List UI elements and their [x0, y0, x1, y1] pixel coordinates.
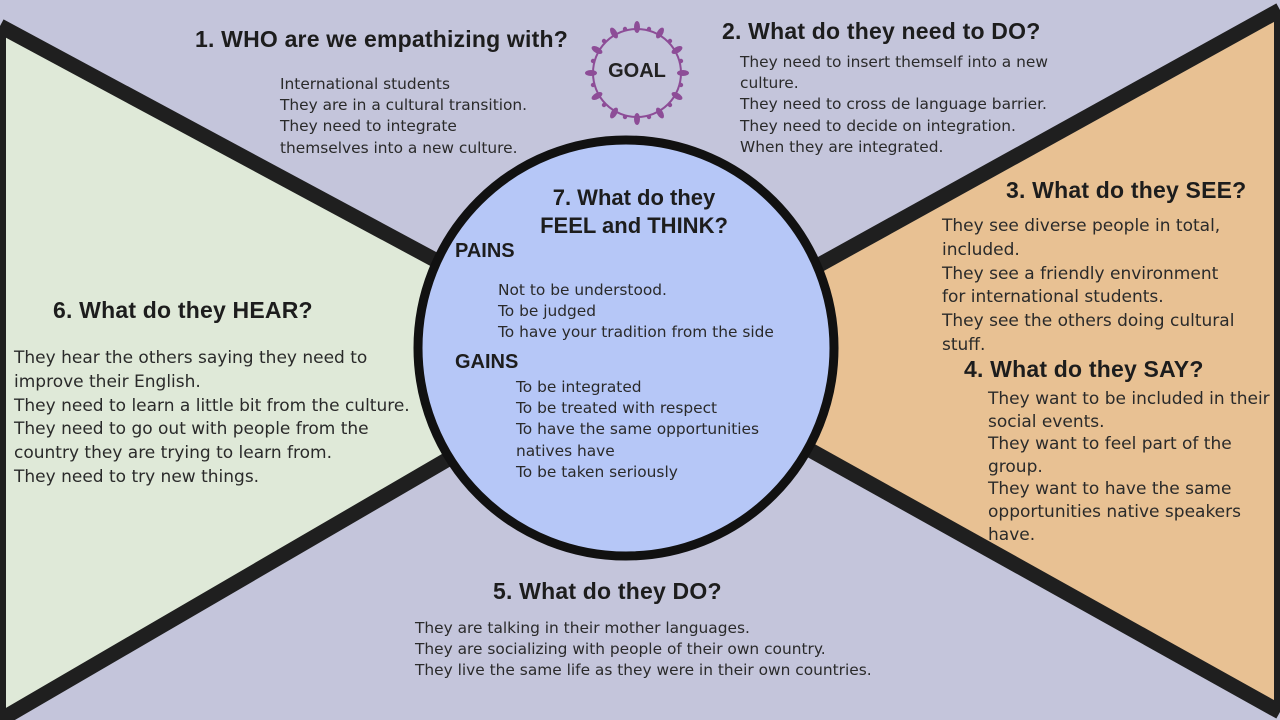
goal-wreath-icon [585, 21, 689, 125]
goal-label: GOAL [608, 60, 666, 82]
hear-text: They hear the others saying they need to… [14, 347, 410, 490]
hear-line: They need to learn a little bit from the… [14, 395, 410, 416]
see-heading: 3. What do they SEE? [1006, 177, 1247, 203]
gains-item: natives have [516, 441, 615, 460]
say-line: opportunities native speakers [988, 501, 1241, 522]
say-line: They want to have the same [988, 479, 1232, 500]
say-line: group. [988, 456, 1043, 477]
say-text: They want to be included in their social… [988, 388, 1270, 546]
say-line: They want to be included in their [988, 389, 1270, 409]
divider-top-left [0, 19, 454, 275]
do-heading: 5. What do they DO? [493, 578, 722, 604]
pains-item: Not to be understood. [498, 281, 667, 299]
hear-panel [0, 26, 450, 720]
pains-item: To be judged [498, 302, 597, 321]
who-heading: 1. WHO are we empathizing with? [195, 26, 568, 52]
see-line: for international students. [942, 287, 1164, 308]
say-line: have. [988, 524, 1036, 545]
who-text: International students They are in a cul… [280, 74, 527, 159]
say-heading: 4. What do they SAY? [964, 356, 1204, 382]
do-line: They are socializing with people of thei… [415, 640, 826, 659]
see-line: included. [942, 239, 1020, 260]
feel-think-heading: 7. What do they FEEL and THINK? [500, 184, 768, 240]
say-line: They want to feel part of the [988, 434, 1232, 455]
see-line: stuff. [942, 334, 986, 355]
divider-bottom-right [806, 443, 1280, 719]
divider-top-right [806, 3, 1280, 277]
hear-line: improve their English. [14, 371, 201, 392]
feel-think-heading-line2: FEEL and THINK? [540, 213, 728, 238]
see-text: They see diverse people in total, includ… [942, 215, 1234, 358]
center-circle [413, 135, 839, 561]
pains-list: Not to be understood. To be judged To ha… [498, 280, 774, 344]
do-line: They live the same life as they were in … [415, 661, 872, 680]
hear-line: They need to try new things. [14, 466, 260, 487]
pains-item: To have your tradition from the side [498, 323, 774, 342]
who-line: themselves into a new culture. [280, 138, 518, 157]
divider-bottom-left [0, 451, 454, 720]
hear-heading: 6. What do they HEAR? [53, 297, 313, 323]
gains-item: To be integrated [516, 378, 642, 396]
who-line: International students [280, 75, 450, 93]
see-line: They see a friendly environment [942, 263, 1219, 284]
hear-line: They hear the others saying they need to [14, 348, 368, 368]
say-line: social events. [988, 411, 1105, 432]
gains-list: To be integrated To be treated with resp… [516, 377, 759, 483]
gains-item: To have the same opportunities [516, 420, 760, 439]
feel-think-heading-line1: 7. What do they [552, 185, 716, 210]
gains-item: To be treated with respect [516, 399, 718, 418]
do-text: They are talking in their mother languag… [415, 618, 872, 682]
see-line: They see diverse people in total, [942, 216, 1221, 236]
see-line: They see the others doing cultural [942, 311, 1235, 332]
need-to-do-line: When they are integrated. [740, 137, 944, 156]
do-line: They are talking in their mother languag… [415, 619, 750, 637]
see-say-panel [810, 10, 1280, 712]
hear-line: country they are trying to learn from. [14, 443, 332, 464]
pains-label: PAINS [455, 240, 515, 262]
hear-line: They need to go out with people from the [14, 419, 369, 440]
gains-item: To be taken seriously [516, 462, 678, 481]
gains-label: GAINS [455, 351, 519, 373]
need-to-do-text: They need to insert themself into a new … [740, 52, 1048, 158]
need-to-do-line: They need to decide on integration. [740, 116, 1016, 135]
need-to-do-heading: 2. What do they need to DO? [722, 18, 1041, 44]
who-line: They need to integrate [280, 117, 457, 136]
need-to-do-line: They need to cross de language barrier. [740, 95, 1047, 114]
need-to-do-line: They need to insert themself into a new [740, 53, 1048, 71]
need-to-do-line: culture. [740, 74, 799, 93]
who-line: They are in a cultural transition. [280, 96, 528, 115]
